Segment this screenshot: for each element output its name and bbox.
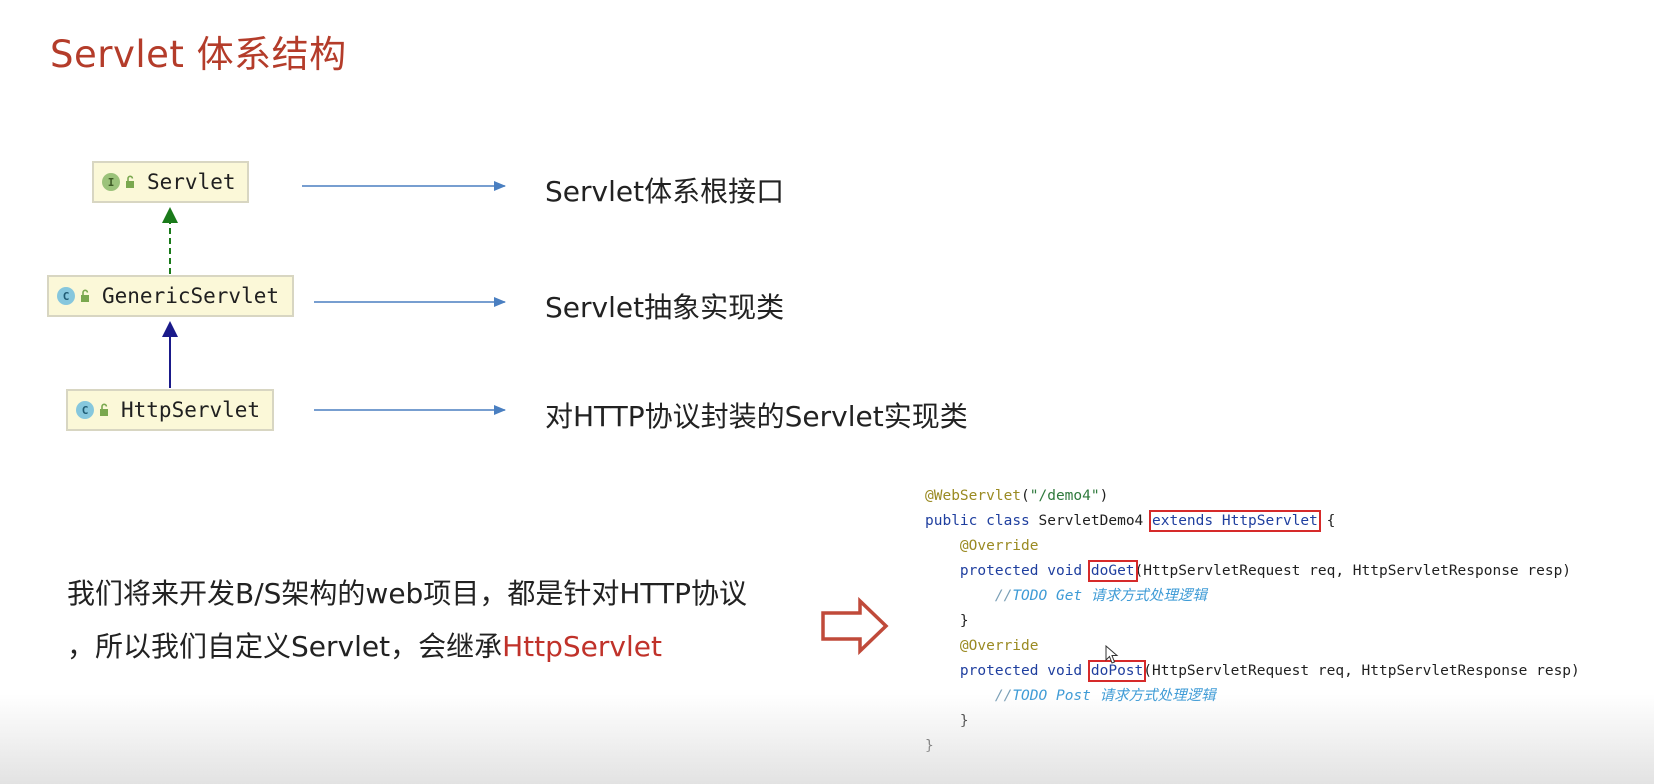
realization-arrowhead (162, 207, 178, 223)
inheritance-arrowhead (162, 321, 178, 337)
keyword-protected: protected (959, 663, 1039, 679)
dopost-highlight: doPost (1087, 660, 1147, 682)
genericservlet-description: Servlet抽象实现类 (545, 291, 785, 324)
servlet-interface-node: I Servlet (92, 161, 249, 203)
interface-icon: I (102, 173, 120, 191)
paren: ) (1099, 488, 1109, 504)
open-lock-icon (126, 175, 134, 188)
paren: ( (1021, 488, 1030, 504)
explanation-line-1: 我们将来开发B/S架构的web项目，都是针对HTTP协议 (67, 577, 747, 610)
node-name: HttpServlet (121, 398, 261, 422)
open-brace: { (1326, 513, 1336, 529)
class-icon: C (76, 401, 94, 419)
httpservlet-description: 对HTTP协议封装的Servlet实现类 (545, 400, 968, 433)
todo-get-text: 请求方式处理逻辑 (1082, 588, 1207, 604)
todo-post: TODO Post (1012, 688, 1091, 704)
keyword-class: class (986, 513, 1030, 529)
todo-get: TODO Get (1012, 588, 1083, 604)
class-name: ServletDemo4 (1038, 513, 1144, 529)
genericservlet-class-node: C GenericServlet (47, 275, 294, 317)
annotation-webservlet: @WebServlet (925, 488, 1022, 504)
explanation-text: ，所以我们自定义Servlet，会继承 (67, 630, 503, 663)
override-annotation: @Override (959, 538, 1039, 554)
method-dopost: doPost (1090, 663, 1144, 679)
doget-params: (HttpServletRequest req, HttpServletResp… (1134, 563, 1572, 579)
httpservlet-class-node: C HttpServlet (66, 389, 274, 431)
node-name: GenericServlet (102, 284, 280, 308)
extends-clause: extends HttpServlet (1152, 513, 1318, 529)
node-name: Servlet (147, 170, 236, 194)
highlight-httpservlet: HttpServlet (502, 630, 662, 663)
class-icon: C (57, 287, 75, 305)
todo-post-text: 请求方式处理逻辑 (1090, 688, 1216, 704)
code-snippet: @WebServlet("/demo4") public class Servl… (925, 484, 1580, 759)
close-brace: } (925, 738, 934, 754)
method-doget: doGet (1090, 563, 1135, 579)
keyword-protected: protected (959, 563, 1039, 579)
comment-slashes: // (994, 688, 1013, 704)
servlet-description: Servlet体系根接口 (545, 175, 785, 208)
doget-highlight: doGet (1087, 560, 1138, 582)
close-brace: } (959, 713, 969, 729)
page-title: Servlet 体系结构 (50, 33, 347, 76)
url-pattern-string: "/demo4" (1029, 488, 1100, 504)
keyword-void: void (1047, 563, 1083, 579)
mouse-cursor-icon (1105, 645, 1119, 664)
override-annotation: @Override (959, 638, 1039, 654)
extends-httpservlet-highlight: extends HttpServlet (1149, 510, 1321, 532)
close-brace: } (959, 613, 969, 629)
comment-slashes: // (994, 588, 1013, 604)
callout-arrow (821, 596, 889, 656)
keyword-public: public (925, 513, 978, 529)
open-lock-icon (81, 289, 89, 302)
dopost-params: (HttpServletRequest req, HttpServletResp… (1143, 663, 1580, 679)
open-lock-icon (100, 403, 108, 416)
keyword-void: void (1047, 663, 1083, 679)
explanation-line-2: ，所以我们自定义Servlet，会继承HttpServlet (67, 625, 662, 665)
